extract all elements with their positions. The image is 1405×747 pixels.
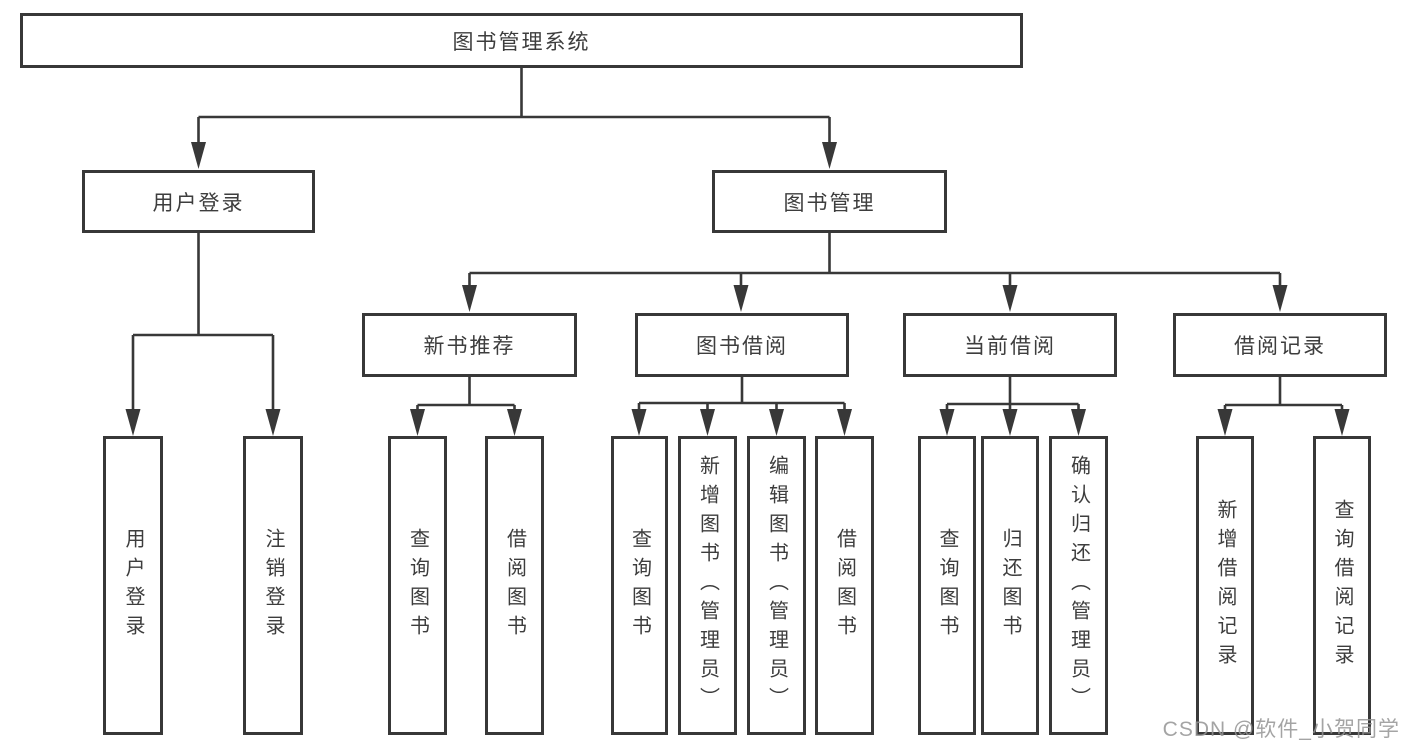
node-book-borrow: 图书借阅 — [635, 313, 849, 377]
node-borrow-record-label: 借阅记录 — [1234, 335, 1326, 358]
node-new-book-recommend-label: 新书推荐 — [423, 335, 516, 358]
leaf-edit-book-admin-label: 编辑图书（管理员） — [765, 455, 788, 716]
leaf-confirm-return-admin-label: 确认归还（管理员） — [1067, 455, 1090, 716]
node-new-book-recommend: 新书推荐 — [362, 313, 577, 377]
node-book-management: 图书管理 — [712, 170, 947, 233]
leaf-user-login: 用户登录 — [103, 436, 163, 735]
leaf-edit-book-admin: 编辑图书（管理员） — [747, 436, 806, 735]
leaf-query-book-1: 查询图书 — [388, 436, 447, 735]
leaf-return-book: 归还图书 — [981, 436, 1039, 735]
watermark-text: CSDN @软件_小贺同学 — [1162, 718, 1400, 741]
leaf-borrow-book-2: 借阅图书 — [815, 436, 874, 735]
node-user-login-label: 用户登录 — [152, 191, 245, 215]
leaf-add-borrow-record: 新增借阅记录 — [1196, 436, 1254, 735]
leaf-logout: 注销登录 — [243, 436, 303, 735]
leaf-borrow-book-2-label: 借阅图书 — [833, 527, 856, 644]
leaf-confirm-return-admin: 确认归还（管理员） — [1049, 436, 1108, 735]
leaf-query-book-1-label: 查询图书 — [406, 527, 429, 644]
leaf-query-borrow-record: 查询借阅记录 — [1313, 436, 1371, 735]
node-current-borrow-label: 当前借阅 — [964, 335, 1056, 358]
node-book-management-label: 图书管理 — [783, 191, 876, 215]
leaf-borrow-book-1-label: 借阅图书 — [503, 527, 526, 644]
leaf-query-borrow-record-label: 查询借阅记录 — [1331, 498, 1353, 673]
leaf-query-book-3: 查询图书 — [918, 436, 976, 735]
node-borrow-record: 借阅记录 — [1173, 313, 1387, 377]
leaf-add-book-admin-label: 新增图书（管理员） — [696, 455, 719, 716]
leaf-query-book-3-label: 查询图书 — [936, 527, 958, 644]
node-user-login: 用户登录 — [82, 170, 315, 233]
node-book-borrow-label: 图书借阅 — [696, 335, 788, 358]
arrowheads — [125, 142, 1350, 436]
leaf-add-book-admin: 新增图书（管理员） — [678, 436, 737, 735]
leaf-user-login-label: 用户登录 — [122, 527, 144, 644]
leaf-query-book-2: 查询图书 — [611, 436, 668, 735]
node-root: 图书管理系统 — [20, 13, 1023, 68]
leaf-borrow-book-1: 借阅图书 — [485, 436, 544, 735]
leaf-return-book-label: 归还图书 — [999, 527, 1021, 644]
node-current-borrow: 当前借阅 — [903, 313, 1117, 377]
leaf-query-book-2-label: 查询图书 — [628, 527, 651, 644]
leaf-logout-label: 注销登录 — [262, 527, 284, 644]
leaf-add-borrow-record-label: 新增借阅记录 — [1214, 498, 1236, 673]
node-root-label: 图书管理系统 — [452, 30, 591, 54]
